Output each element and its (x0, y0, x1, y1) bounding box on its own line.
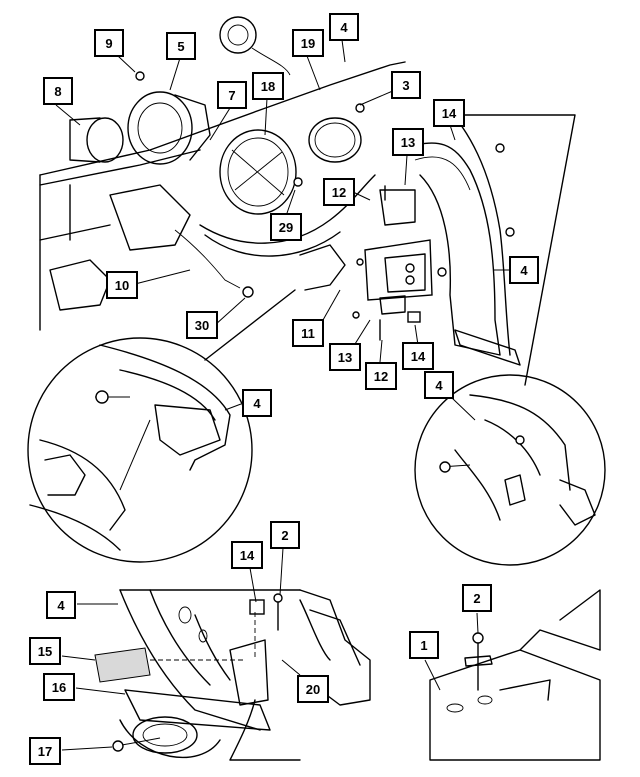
detail-connector-left (204, 289, 296, 361)
svg-text:10: 10 (115, 278, 129, 293)
callout-15: 15 (29, 637, 61, 665)
svg-text:14: 14 (442, 106, 457, 121)
svg-text:16: 16 (52, 680, 66, 695)
callout-18: 18 (252, 72, 284, 100)
svg-text:2: 2 (281, 528, 288, 543)
svg-text:13: 13 (401, 135, 415, 150)
callout-14-top: 14 (433, 99, 465, 127)
callout-8: 8 (43, 77, 73, 105)
callout-7: 7 (217, 81, 247, 109)
svg-text:4: 4 (340, 20, 348, 35)
svg-text:12: 12 (332, 185, 346, 200)
svg-text:13: 13 (338, 350, 352, 365)
callout-4-right-detail: 4 (424, 371, 454, 399)
svg-text:14: 14 (411, 349, 426, 364)
svg-text:20: 20 (306, 682, 320, 697)
callout-4-top: 4 (329, 13, 359, 41)
callout-29: 29 (270, 213, 302, 241)
svg-text:4: 4 (520, 263, 528, 278)
svg-text:3: 3 (402, 78, 409, 93)
svg-text:9: 9 (105, 36, 112, 51)
callout-20: 20 (297, 675, 329, 703)
svg-text:5: 5 (177, 39, 184, 54)
svg-text:4: 4 (253, 396, 261, 411)
callout-13-top: 13 (392, 128, 424, 156)
callout-12-top: 12 (323, 178, 355, 206)
top-assembly (39, 16, 406, 331)
callout-3: 3 (391, 71, 421, 99)
detail-connector-right (464, 114, 576, 386)
callout-2-right: 2 (462, 584, 492, 612)
svg-text:8: 8 (54, 84, 61, 99)
svg-text:1: 1 (420, 638, 427, 653)
callout-4-bottom: 4 (46, 591, 76, 619)
right-detail-circle (414, 374, 606, 566)
callout-11: 11 (292, 319, 324, 347)
callout-17: 17 (29, 737, 61, 765)
svg-text:4: 4 (57, 598, 65, 613)
callout-10: 10 (106, 271, 138, 299)
callout-16: 16 (43, 673, 75, 701)
callout-4-left-detail: 4 (242, 389, 272, 417)
svg-text:30: 30 (195, 318, 209, 333)
svg-text:18: 18 (261, 79, 275, 94)
svg-text:12: 12 (374, 369, 388, 384)
bottom-left-assembly (94, 589, 371, 761)
left-detail-circle (27, 337, 253, 563)
svg-text:17: 17 (38, 744, 52, 759)
svg-text:29: 29 (279, 220, 293, 235)
callout-14-mid: 14 (402, 342, 434, 370)
bottom-right-assembly (429, 589, 601, 761)
callout-5: 5 (166, 32, 196, 60)
callout-12-bottom: 12 (365, 362, 397, 390)
callout-1: 1 (409, 631, 439, 659)
callout-4-flare: 4 (509, 256, 539, 284)
svg-text:2: 2 (473, 591, 480, 606)
svg-text:4: 4 (435, 378, 443, 393)
svg-text:7: 7 (228, 88, 235, 103)
leader-lines (55, 39, 520, 751)
callout-14-bottom: 14 (231, 541, 263, 569)
callout-9: 9 (94, 29, 124, 57)
hinge-flare-assembly (352, 99, 521, 366)
callout-30: 30 (186, 311, 218, 339)
svg-text:19: 19 (301, 36, 315, 51)
svg-text:14: 14 (240, 548, 255, 563)
callout-13-bottom: 13 (329, 343, 361, 371)
svg-text:15: 15 (38, 644, 52, 659)
svg-text:11: 11 (301, 326, 315, 341)
callout-2-left: 2 (270, 521, 300, 549)
callout-19: 19 (292, 29, 324, 57)
